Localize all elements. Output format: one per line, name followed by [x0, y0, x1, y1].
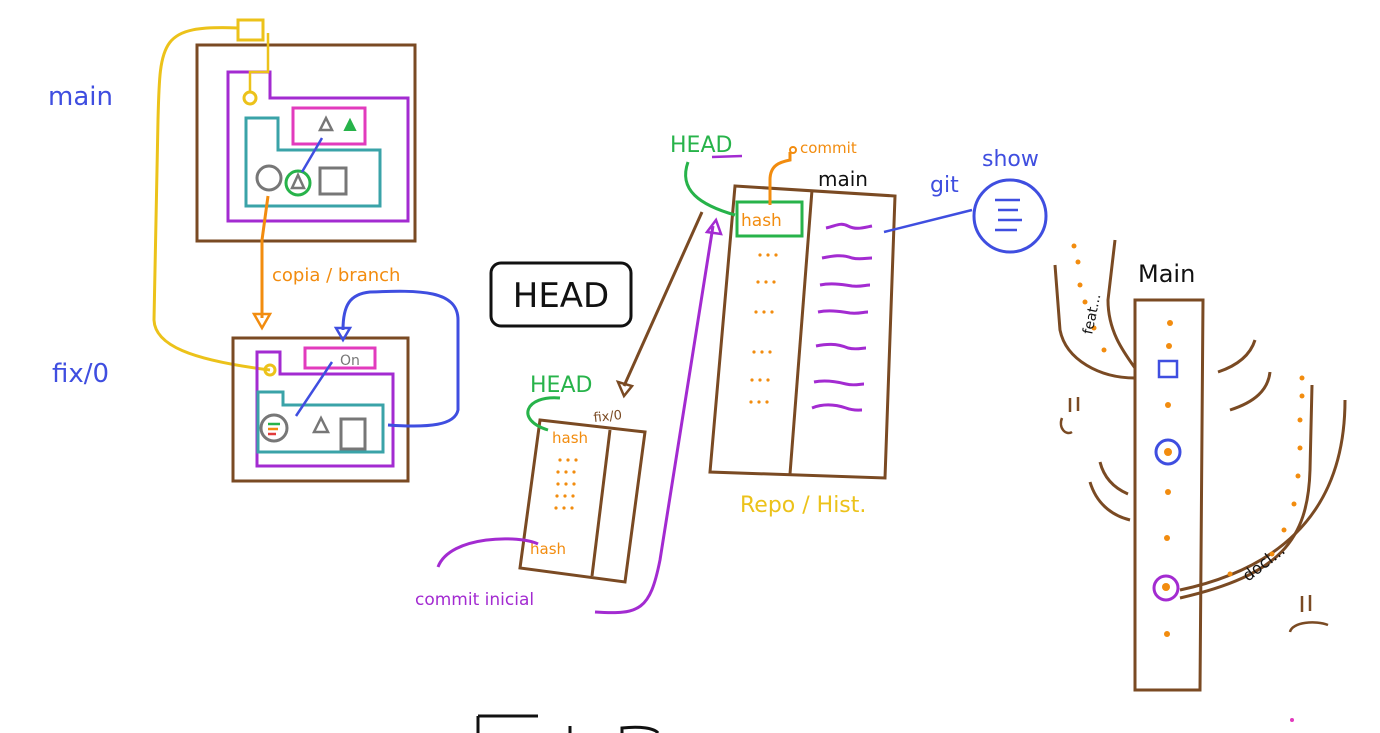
main-right-label: Main [1138, 260, 1195, 288]
equals-sign-icon [1059, 397, 1080, 435]
trunk-commit-dots [1162, 320, 1173, 637]
head-top-pointer [684, 161, 736, 217]
circle-file-icon [255, 164, 283, 192]
modified-file-icon [259, 413, 289, 443]
git-show-link [883, 208, 973, 234]
fix-branch-label: fix/0 [52, 359, 109, 389]
fix-outer-box [231, 336, 410, 483]
doc-branch-inner [1179, 384, 1314, 600]
square-file-icon [318, 166, 348, 196]
feat-branch-inner [1106, 239, 1137, 369]
fix-history-outline [518, 418, 647, 584]
main-repo-history: hash HEAD commit main [670, 133, 897, 480]
head-top-label: HEAD [670, 133, 732, 158]
fix-small-label: fix/0 [593, 408, 623, 426]
stray-dot [1290, 718, 1294, 722]
main-folder-outline [226, 70, 410, 223]
main-repo-label: main [818, 167, 868, 191]
hash-mid-label: hash [552, 429, 588, 447]
copy-arrow-line [260, 195, 270, 318]
fix-commit-text: On [340, 353, 360, 369]
git-label: git [930, 173, 959, 198]
commit-message-lines [811, 222, 873, 412]
fix-folder-outline [255, 350, 395, 468]
blue-link [300, 137, 324, 173]
arrow-head-icon [704, 217, 723, 236]
equals-sign-icon [1288, 595, 1329, 633]
commit-inicial-label: commit inicial [415, 590, 534, 610]
head-pointer-dot [242, 90, 258, 106]
arrow-head-icon [333, 326, 353, 343]
commit-inicial-link [594, 225, 715, 615]
feat-branch-label: feat... [1080, 292, 1104, 335]
main-commit-box [291, 106, 367, 146]
head-bracket [526, 396, 561, 432]
doc-branch-dots [1227, 375, 1305, 577]
git-show-output-circle [972, 178, 1048, 254]
triangle-icon [311, 415, 331, 434]
triangle-icon [317, 115, 335, 132]
fork-commit-square [1157, 359, 1179, 379]
feat-branch-dots [1071, 243, 1107, 353]
main-branch-trunk [1133, 298, 1205, 692]
main-outer-box [195, 43, 417, 243]
head-tag [236, 18, 265, 42]
feat-branch-outer [1053, 264, 1136, 380]
head-pointer-line [248, 33, 270, 92]
commit-tag-line [768, 152, 792, 205]
main-label: main [48, 82, 113, 112]
head-link-line [152, 26, 271, 372]
repo-commit-dots [749, 253, 778, 404]
commit-tag-label: commit [800, 139, 857, 157]
motion-strokes [1088, 339, 1272, 522]
main-staging-outline [244, 116, 382, 208]
hash-top-label: hash [741, 211, 782, 231]
fix-staging-outline [256, 390, 385, 454]
doc-commit-circle [1152, 574, 1180, 602]
repo-divider [788, 189, 814, 475]
selected-file-ring [284, 169, 312, 197]
head-box-label: HEAD [513, 276, 610, 316]
clipped-bottom-marks [476, 714, 660, 733]
arrow-head-icon [251, 312, 273, 331]
merge-commit-circle [1154, 438, 1182, 466]
history-link [622, 211, 704, 387]
fix-commit-box [303, 346, 377, 370]
blue-link [294, 361, 334, 417]
fix-head-dot [263, 363, 277, 377]
show-label: show [982, 147, 1039, 172]
fix-history-divider [590, 429, 612, 577]
head-box [489, 261, 633, 328]
main-workspace [195, 18, 417, 243]
blue-loop-arrow [341, 289, 460, 428]
document-lines-icon [995, 198, 1022, 232]
commit-inicial-curve [436, 537, 539, 568]
commit-tag-dot [789, 146, 797, 154]
fix-workspace: On [231, 336, 410, 483]
doc-branch-label: docl... [1239, 540, 1289, 585]
main-branch-timeline: Main feat... docl... [1053, 239, 1347, 692]
copy-branch-label: copia / branch [272, 265, 400, 286]
repo-outline [708, 184, 897, 480]
square-file-icon [339, 417, 367, 451]
triangle-icon [290, 172, 306, 190]
hash-low-label: hash [530, 540, 566, 558]
head-left-label: HEAD [530, 373, 592, 398]
head-underline [711, 154, 743, 159]
triangle-icon [343, 117, 357, 131]
commit-dots [554, 458, 578, 510]
fix-history-column: HEAD fix/0 hash hash [518, 373, 647, 584]
repo-hist-label: Repo / Hist. [740, 493, 866, 518]
